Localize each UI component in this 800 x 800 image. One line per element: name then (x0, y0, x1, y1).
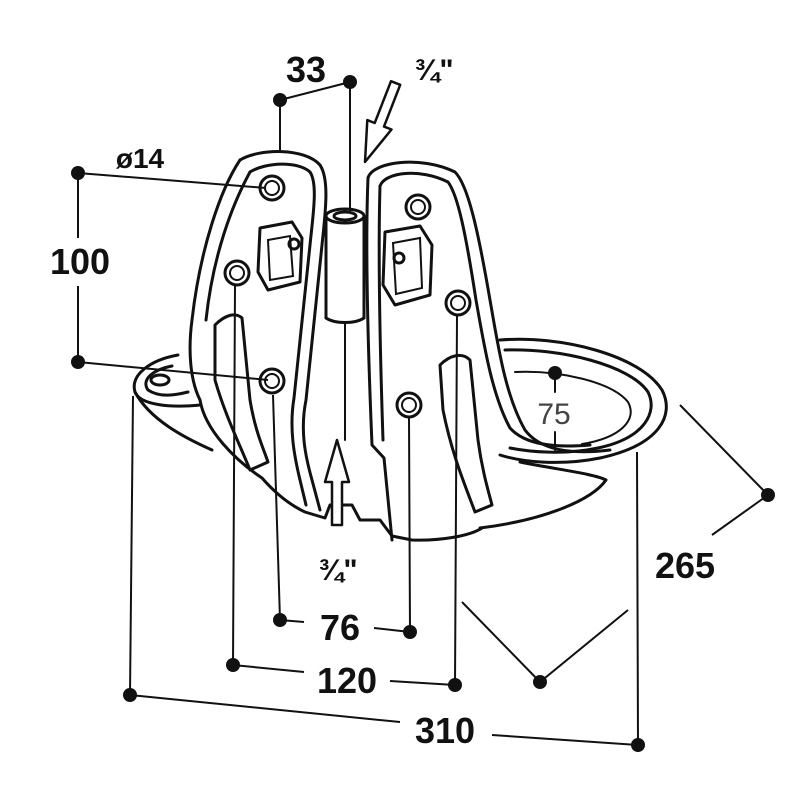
hole-right-middle (444, 289, 472, 317)
bowl-inner-rim (503, 348, 653, 454)
dim-120-dot-left (226, 658, 240, 672)
right-plate-inner (378, 171, 592, 448)
label-diameter-14: ø14 (116, 143, 165, 174)
label-top-thread: ¾" (414, 54, 453, 87)
dimension-33 (273, 75, 357, 212)
left-lip-inner (144, 364, 190, 397)
hole-right-bottom (395, 391, 423, 419)
label-33: 33 (286, 49, 326, 90)
bottom-inlet-arrow-icon (323, 438, 351, 527)
dim-265-dot-bottom (533, 675, 547, 689)
dim-33-dot-right (343, 75, 357, 89)
dim-310-dot-right (631, 738, 645, 752)
left-plate-inner-edge (204, 170, 252, 322)
label-76: 76 (320, 607, 360, 648)
mounting-holes (223, 174, 472, 419)
left-lip-underside (133, 390, 214, 452)
dimension-diameter-14 (77, 172, 267, 189)
hole-right-middle-inner (450, 295, 466, 311)
right-plate-left-inner (377, 184, 385, 442)
bowl-hollow (514, 370, 632, 445)
right-valve-screw (392, 251, 406, 265)
hole-left-middle-inner (229, 265, 245, 281)
dimension-76 (272, 394, 417, 639)
label-100: 100 (50, 241, 110, 282)
right-plate-left-edge (365, 176, 394, 542)
dim-100-line (77, 173, 269, 381)
hole-left-bottom (258, 367, 286, 395)
right-valve-block-face (391, 236, 424, 296)
lower-body-outline (198, 398, 484, 542)
dim-76-dot-left (273, 613, 287, 627)
bowl-underside (478, 460, 608, 530)
left-valve-block-face (266, 234, 295, 282)
label-bottom-thread: ¾" (318, 554, 357, 587)
bowl-body (132, 150, 668, 542)
dimension-120 (226, 285, 462, 692)
dim-265-line (461, 404, 770, 684)
dim-75-dot (548, 366, 562, 380)
hole-left-bottom-inner (264, 373, 280, 389)
dim-120-dot-right (448, 678, 462, 692)
hole-right-top (404, 193, 432, 221)
dim-33-line (279, 81, 351, 212)
center-pipe-bottom (324, 316, 366, 324)
dim-100-dot-top (71, 166, 85, 180)
label-310: 310 (415, 710, 475, 751)
label-75: 75 (537, 398, 570, 431)
left-plate-outer (238, 150, 328, 512)
dim-310-dot-left (123, 688, 137, 702)
dimension-310 (123, 395, 645, 752)
label-120: 120 (317, 660, 377, 701)
center-pipe-bore (332, 210, 358, 222)
left-valve-screw (287, 237, 301, 251)
dim-310-line (129, 395, 639, 746)
dim-120-line (232, 285, 458, 686)
dim-76-line (272, 394, 411, 633)
left-plate-inner (248, 162, 316, 507)
center-pipe-walls (324, 214, 366, 320)
right-valve-block (381, 224, 434, 307)
left-valve-block (256, 220, 304, 292)
dimension-75 (548, 366, 562, 451)
top-inlet-arrow-icon (363, 79, 402, 164)
hole-right-top-inner (410, 199, 426, 215)
dimension-100 (71, 166, 269, 381)
hole-left-middle (223, 259, 251, 287)
right-fin (438, 353, 494, 514)
label-265: 265 (655, 545, 715, 586)
bowl-outer-rim (498, 337, 668, 464)
dim-100-dot-bottom (71, 355, 85, 369)
hole-right-bottom-inner (401, 397, 417, 413)
dim-33-dot-left (273, 93, 287, 107)
right-plate-outer (366, 160, 612, 454)
left-plate-outer-edge (188, 158, 242, 402)
dim-76-dot-right (403, 625, 417, 639)
left-lip-oval (149, 373, 171, 387)
dim-265-dot-right (761, 488, 775, 502)
left-fin (213, 313, 270, 472)
dimension-265 (461, 404, 775, 689)
dim-14-leader (77, 172, 267, 189)
